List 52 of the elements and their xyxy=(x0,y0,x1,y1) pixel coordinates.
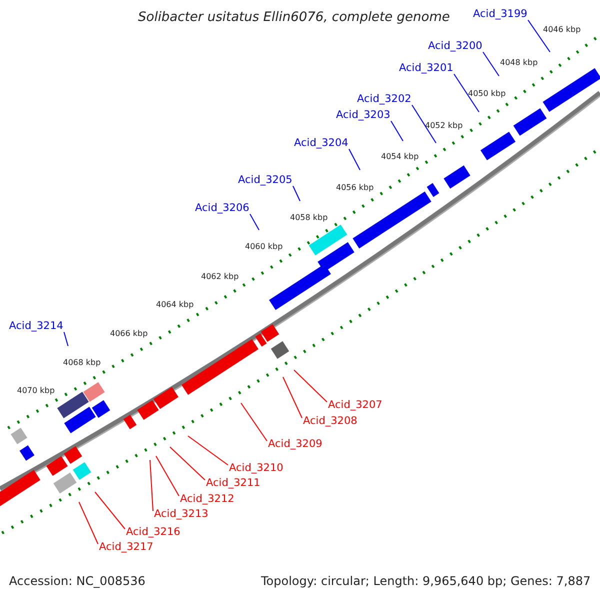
tick-label: 4056 kbp xyxy=(336,184,374,192)
leader-line xyxy=(482,52,500,76)
leader-line xyxy=(150,460,154,512)
leader-line xyxy=(292,186,300,202)
gene-label: Acid_3201 xyxy=(399,63,454,74)
gene-label: Acid_3214 xyxy=(9,321,64,332)
title: Solibacter usitatus Ellin6076, complete genome xyxy=(138,11,450,24)
tick-label: 4048 kbp xyxy=(500,59,538,67)
footer-text: Accession: NC_008536 xyxy=(9,575,146,587)
gene-label: Acid_3209 xyxy=(268,439,322,450)
leader-line xyxy=(528,20,550,52)
gene-label: Acid_3203 xyxy=(336,110,390,120)
tick-label: 4046 kbp xyxy=(543,26,581,34)
tick-label: 4050 kbp xyxy=(468,90,506,98)
gene-label: Acid_3217 xyxy=(99,542,154,552)
gene-label: Acid_3210 xyxy=(229,463,284,474)
tick-label: 4054 kbp xyxy=(381,153,419,161)
gene-label: Acid_3202 xyxy=(357,94,412,104)
leader-line xyxy=(188,436,228,466)
leader-line xyxy=(282,376,302,418)
gene-label: Acid_3216 xyxy=(126,527,180,538)
gene-label: Acid_3208 xyxy=(303,416,358,426)
leader-line xyxy=(170,446,206,480)
gene-label: Acid_3207 xyxy=(328,400,382,410)
leader-line xyxy=(64,332,68,346)
gene-label: Acid_3204 xyxy=(294,138,348,148)
leader-line xyxy=(348,148,360,170)
gene-label: Acid_3213 xyxy=(154,509,208,520)
leader-line xyxy=(454,74,480,112)
footer-text: Topology: circular; Length: 9,965,640 bp; Genes: 7,887 xyxy=(261,575,591,587)
gene-label: Acid_3212 xyxy=(180,494,234,504)
gene-label: Acid_3211 xyxy=(206,478,260,488)
tick-label: 4058 kbp xyxy=(290,214,328,222)
tick-label: 4062 kbp xyxy=(201,273,239,281)
leader-line xyxy=(156,456,180,496)
tick-label: 4070 kbp xyxy=(17,387,55,395)
gene-label: Acid_3199 xyxy=(473,9,528,20)
leader-line xyxy=(94,492,126,530)
gene-label: Acid_3200 xyxy=(428,41,482,52)
leader-line xyxy=(294,370,328,402)
tick-label: 4060 kbp xyxy=(245,243,283,251)
tick-label: 4068 kbp xyxy=(63,359,101,367)
leader-line xyxy=(78,502,98,544)
leader-line xyxy=(240,402,268,442)
leader-line xyxy=(250,214,260,230)
tick-label: 4064 kbp xyxy=(156,301,194,309)
leader-line xyxy=(390,120,404,142)
leader-line xyxy=(412,104,436,144)
gene-label: Acid_3206 xyxy=(195,203,250,214)
tick-label: 4066 kbp xyxy=(110,330,148,338)
gene-label: Acid_3205 xyxy=(238,175,292,186)
tick-label: 4052 kbp xyxy=(425,122,463,130)
